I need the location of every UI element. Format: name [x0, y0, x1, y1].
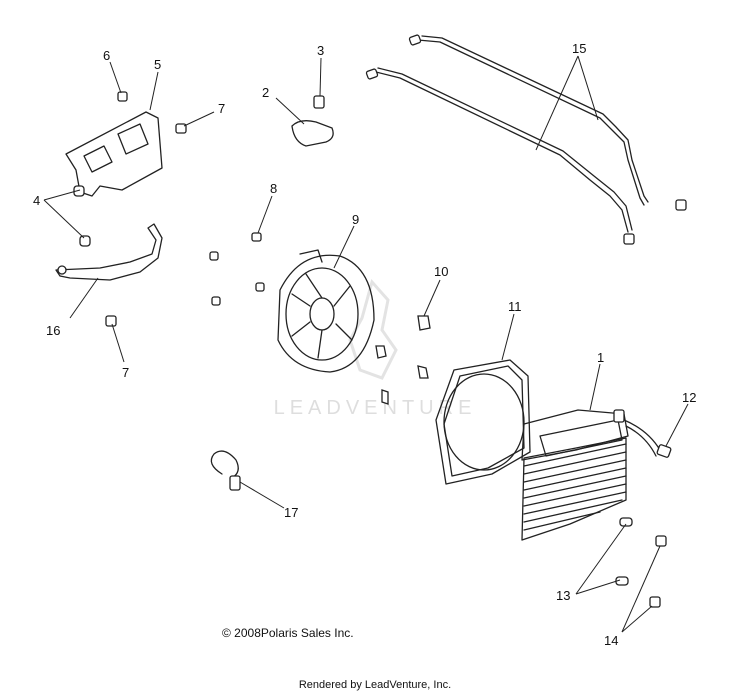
tube-lines [365, 34, 687, 245]
callout-5: 5 [154, 57, 161, 72]
callout-16: 16 [46, 323, 60, 338]
fasteners [73, 91, 667, 608]
hose-clamp [210, 450, 241, 491]
callout-7-bottom: 7 [122, 365, 129, 380]
callout-1: 1 [597, 350, 604, 365]
callout-6: 6 [103, 48, 110, 63]
callout-17: 17 [284, 505, 298, 520]
radiator-shroud [435, 359, 531, 485]
callout-14: 14 [604, 633, 618, 648]
copyright-text: © 2008Polaris Sales Inc. [222, 626, 354, 640]
bracket-plate [65, 111, 163, 197]
clamp [291, 120, 334, 147]
callout-12: 12 [682, 390, 696, 405]
clips [375, 315, 431, 405]
oil-cooler [521, 409, 629, 541]
watermark-text: LEADVENTURE [274, 397, 477, 419]
callout-11: 11 [508, 299, 522, 314]
leadventure-watermark: LEADVENTURE [274, 278, 477, 419]
wire-connector [623, 419, 672, 458]
leader-lines [43, 55, 689, 633]
callout-9: 9 [352, 212, 359, 227]
callout-10: 10 [434, 264, 448, 279]
callout-2: 2 [262, 85, 269, 100]
callout-numbers: 1 2 3 4 5 6 7 7 8 9 10 11 12 13 14 15 16… [33, 41, 696, 648]
callout-3: 3 [317, 43, 324, 58]
lower-bracket [55, 223, 163, 281]
callout-7-top: 7 [218, 101, 225, 116]
callout-13: 13 [556, 588, 570, 603]
callout-15: 15 [572, 41, 586, 56]
callout-8: 8 [270, 181, 277, 196]
rendered-by-text: Rendered by LeadVenture, Inc. [298, 679, 452, 691]
callout-4: 4 [33, 193, 40, 208]
fan-shroud [277, 249, 375, 373]
